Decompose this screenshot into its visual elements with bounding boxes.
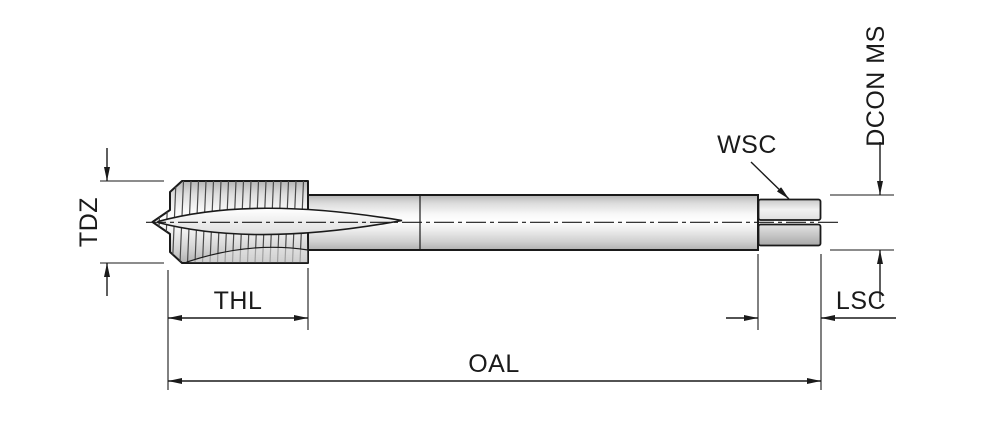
dimension-oal: OAL [167, 254, 822, 390]
oal-label: OAL [468, 350, 520, 378]
dimension-lsc: LSC [726, 254, 896, 330]
flute-groove [157, 207, 403, 236]
tap-body [146, 180, 838, 264]
square-drive-bottom-face [757, 223, 822, 247]
thread-section [151, 180, 309, 264]
dimension-wsc: WSC [717, 131, 790, 200]
wsc-label: WSC [717, 131, 777, 159]
dimension-tdz: TDZ [75, 148, 164, 296]
square-drive-section [757, 198, 822, 247]
wsc-leader-line [750, 161, 790, 200]
square-drive-top-face [757, 198, 822, 221]
lower-flute [186, 246, 309, 264]
lsc-label: LSC [836, 287, 886, 315]
dimension-dcon: DCON MS [830, 25, 894, 302]
tdz-label: TDZ [75, 197, 103, 247]
thl-label: THL [214, 287, 263, 315]
dcon-label: DCON MS [862, 25, 890, 147]
dimension-thl: THL [168, 268, 309, 330]
